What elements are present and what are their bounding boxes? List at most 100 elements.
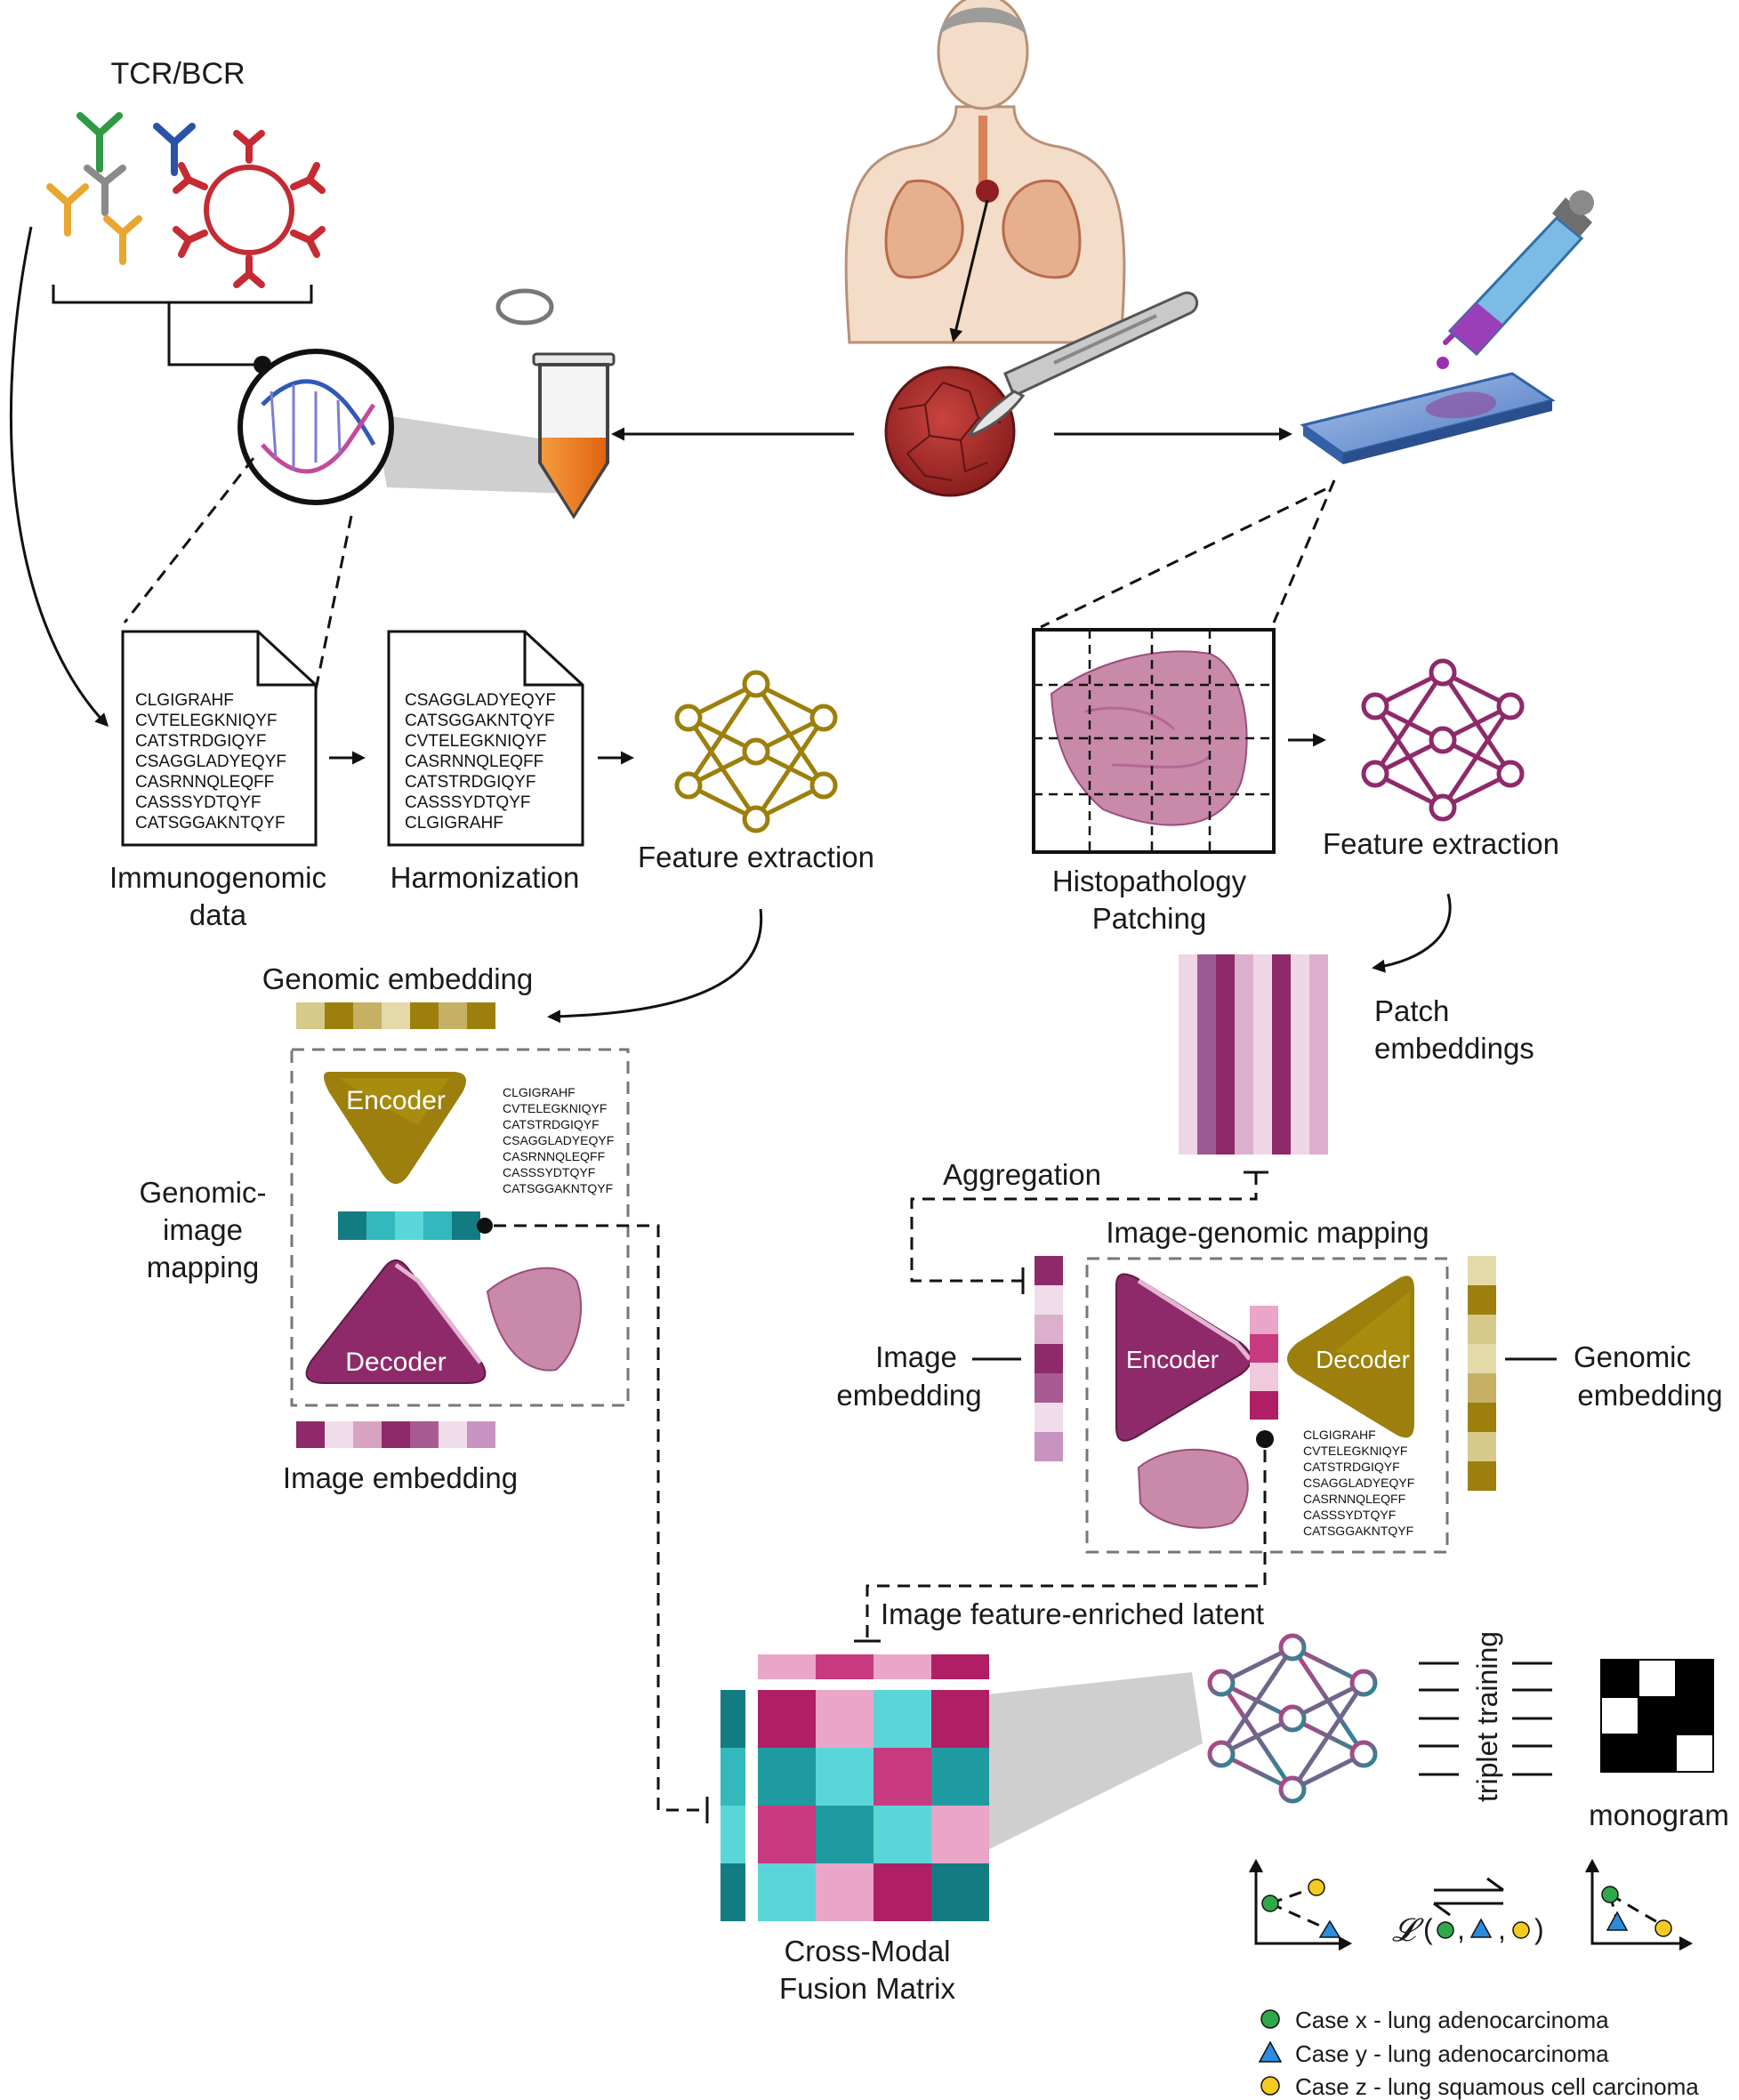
nn-node: [1496, 692, 1525, 720]
embedding-cell: [467, 1421, 495, 1448]
histopathology-label-2: Patching: [1092, 902, 1206, 935]
scatter-before: [1249, 1858, 1353, 1951]
decoder-left-label: Decoder: [345, 1348, 446, 1377]
legend-case-y: Case y - lung adenocarcinoma: [1295, 2040, 1609, 2067]
nn-node: [742, 670, 770, 698]
embedding-cell: [353, 1421, 382, 1448]
nn-node: [674, 704, 703, 732]
loss-symbol: 𝓛: [1392, 1911, 1424, 1948]
feature-extraction-left-label: Feature extraction: [638, 841, 874, 873]
embedding-cell: [1468, 1461, 1496, 1491]
fusion-cell: [931, 1690, 989, 1748]
patch-embeddings-label-1: Patch: [1374, 994, 1449, 1027]
tcr-bcr-label: TCR/BCR: [110, 57, 245, 91]
sequence-line: CASRNNQLEQFF: [135, 773, 274, 792]
feature-to-patch-embedding-arrow: [1372, 893, 1452, 973]
feature-extraction-network-right: [1361, 658, 1525, 822]
case-legend: [1258, 2009, 1283, 2096]
fusion-matrix-grid: [758, 1690, 989, 1921]
fusion-zoom-cone: [987, 1672, 1203, 1850]
embedding-cell: [452, 1211, 480, 1240]
dropper-icon: [1437, 190, 1594, 369]
embedding-cell: [353, 1002, 382, 1029]
fusion-cell: [816, 1863, 874, 1921]
nn-node: [1278, 1633, 1307, 1661]
triplet-lines: [1419, 1661, 1552, 1776]
nn-node: [1429, 793, 1457, 822]
genomic-embedding-label-2: embedding: [1577, 1379, 1722, 1412]
gim-label-2: image: [163, 1213, 243, 1246]
embedding-cell: [382, 1421, 410, 1448]
fusion-network: [1207, 1633, 1378, 1804]
sequence-line: CASSSYDTQYF: [405, 793, 530, 812]
embedding-cell: [1468, 1403, 1496, 1432]
genomic-embedding-bar: [296, 1002, 495, 1029]
latent-label: Image feature-enriched latent: [881, 1597, 1264, 1630]
embedding-cell: [325, 1421, 353, 1448]
legend-case-y-marker: [1258, 2040, 1283, 2063]
fusion-cell: [758, 1863, 816, 1921]
loss-args: ( , , ): [1423, 1913, 1544, 1945]
image-embedding-label-1: Image: [875, 1340, 957, 1373]
monogram-cell: [1638, 1734, 1677, 1773]
embedding-cell: [1035, 1315, 1063, 1344]
scalpel-icon: [966, 291, 1199, 439]
nn-node: [1207, 1669, 1236, 1697]
nn-edge: [753, 716, 826, 821]
bracket-connector: [167, 302, 262, 366]
image-embedding-label-2: embedding: [836, 1379, 981, 1412]
embedding-cell: [410, 1421, 439, 1448]
embedding-cell: [874, 1654, 931, 1679]
embedding-cell: [1250, 1306, 1278, 1334]
sequence-line: CASRNNQLEQFF: [405, 752, 543, 771]
zoom-dash-left: [123, 457, 255, 624]
sequence-line: CLGIGRAHF: [503, 1085, 576, 1099]
tcr-to-data-arrow: [9, 226, 109, 728]
embedding-cell: [296, 1421, 325, 1448]
patient-to-tumor-arrow: [949, 199, 989, 342]
nn-edge: [1290, 1681, 1366, 1791]
tissue-thumb-left: [486, 1267, 583, 1372]
embedding-cell: [1468, 1373, 1496, 1403]
nn-node: [1429, 658, 1457, 687]
equilibrium-arrows: [1433, 1877, 1504, 1917]
embedding-cell: [1253, 954, 1272, 1155]
embedding-cell: [1235, 954, 1253, 1155]
embedding-cell: [467, 1002, 495, 1029]
aggregation-label: Aggregation: [943, 1158, 1101, 1191]
fusion-cell: [816, 1806, 874, 1863]
nn-node: [809, 771, 838, 800]
embedding-cell: [423, 1211, 452, 1240]
fusion-cell: [758, 1748, 816, 1806]
svg-text:,: ,: [1457, 1913, 1465, 1945]
antibody-bracket: [52, 285, 313, 304]
fusion-cell: [874, 1748, 931, 1806]
legend-case-z: Case z - lung squamous cell carcinoma: [1295, 2073, 1699, 2100]
embedding-cell: [410, 1002, 439, 1029]
monogram-cell: [1638, 1696, 1677, 1735]
nn-node: [1349, 1740, 1378, 1768]
igm-label: Image-genomic mapping: [1106, 1216, 1429, 1249]
fusion-label-2: Fusion Matrix: [779, 1972, 956, 2005]
monogram-label: monogram: [1589, 1798, 1729, 1831]
embedding-cell: [1291, 954, 1309, 1155]
antibody-icons: [46, 112, 326, 288]
sequence-line: CASRNNQLEQFF: [1303, 1492, 1405, 1506]
encoder-left-label: Encoder: [346, 1086, 446, 1115]
fusion-cell: [758, 1806, 816, 1863]
embedding-cell: [1250, 1363, 1278, 1391]
monogram-cell: [1675, 1696, 1714, 1735]
slide-dash-right: [1272, 479, 1336, 624]
embedding-cell: [1197, 954, 1216, 1155]
scatter-after: [1585, 1858, 1694, 1951]
patient-icon: [844, 0, 1126, 344]
nn-edge: [1219, 1645, 1295, 1756]
svg-text:(: (: [1423, 1913, 1433, 1945]
sequence-line: CLGIGRAHF: [135, 691, 234, 710]
sequence-line: CATSGGAKNTQYF: [1303, 1524, 1413, 1538]
gim-label-3: mapping: [147, 1251, 260, 1283]
embedding-cell: [721, 1806, 745, 1863]
sequence-line: CVTELEGKNIQYF: [135, 712, 277, 730]
nn-node: [809, 704, 838, 732]
embedding-cell: [1468, 1432, 1496, 1461]
